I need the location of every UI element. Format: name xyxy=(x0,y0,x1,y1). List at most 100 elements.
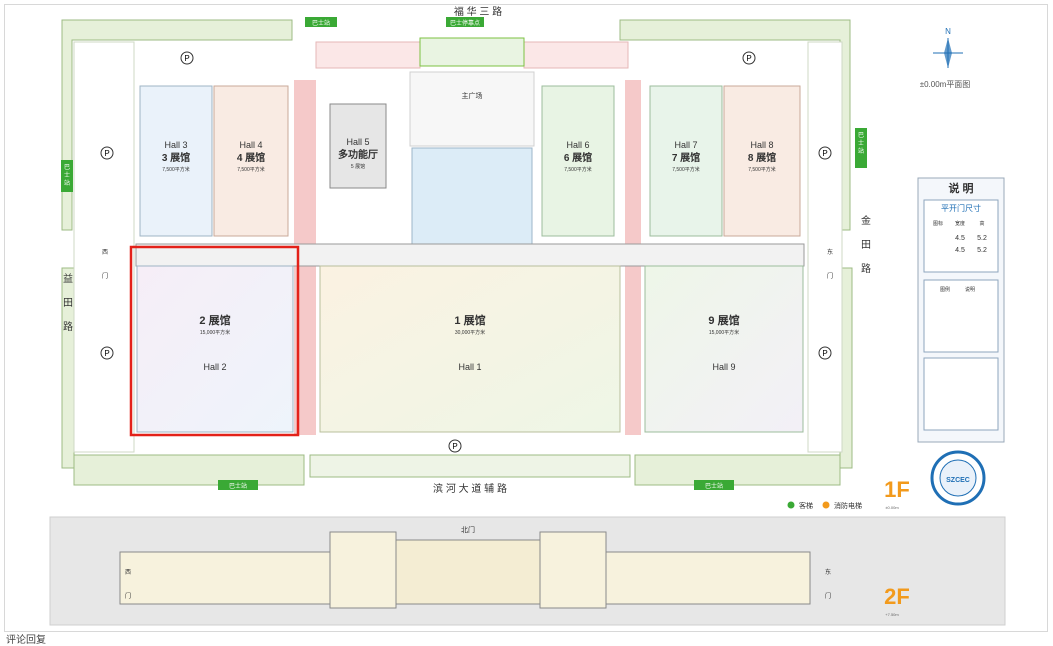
hall7-area-label: 7,500平方米 xyxy=(672,166,700,173)
parking-symbol: P xyxy=(452,442,457,451)
hall-7-area xyxy=(649,85,723,237)
gate-west-label: 西 xyxy=(102,249,108,256)
hall-8-area xyxy=(723,85,801,237)
legend-title: 说 明 xyxy=(948,181,973,195)
bus-station-south-left-label: 巴士站 xyxy=(229,482,247,490)
parking-symbol: P xyxy=(184,54,189,63)
hall3-area-label: 7,500平方米 xyxy=(162,166,190,173)
hall-2-area xyxy=(136,265,294,433)
bus-station-west xyxy=(61,160,73,192)
legend-icon-header: 说明 xyxy=(965,286,975,293)
hall2-en-label: Hall 2 xyxy=(203,362,226,372)
parking-symbol: P xyxy=(822,349,827,358)
gate-east-2f-label: 门 xyxy=(825,592,831,600)
legend-door-cell: 4.5 xyxy=(955,247,965,254)
hall-1-area xyxy=(319,265,621,433)
road-east-label: 金 xyxy=(861,214,871,227)
bus-terminal xyxy=(419,37,525,67)
green-belt xyxy=(73,454,305,486)
hall-4-area xyxy=(213,85,289,237)
road-east-label: 路 xyxy=(861,262,871,275)
bus-station-east-label: 站 xyxy=(858,147,864,155)
gate-west-label: 门 xyxy=(102,272,108,280)
szcec-logo-inner xyxy=(939,459,977,497)
hall-6-area xyxy=(541,85,615,237)
bus-station-north xyxy=(305,17,337,27)
map-frame xyxy=(4,4,1048,632)
hall9-en-label: Hall 9 xyxy=(712,362,735,372)
hall4-cn-label: 4 展馆 xyxy=(237,151,265,164)
fire-elevator-icon xyxy=(822,501,830,509)
road-west-label: 田 xyxy=(63,298,73,309)
second-floor-plan xyxy=(329,531,397,609)
compass-north-label: N xyxy=(945,27,951,36)
hall8-en-label: Hall 8 xyxy=(750,140,773,150)
green-belt xyxy=(634,454,841,486)
hall3-cn-label: 3 展馆 xyxy=(162,151,190,164)
bus-station-west-label: 士 xyxy=(64,171,70,179)
hall-3-area xyxy=(139,85,213,237)
legend-door-cell: 5.2 xyxy=(977,247,987,254)
passenger-elevator-label: 客梯 xyxy=(799,501,813,510)
hall8-cn-label: 8 展馆 xyxy=(748,151,776,164)
north-forecourt xyxy=(523,41,629,69)
legend-door-cell: 5.2 xyxy=(977,235,987,242)
bus-station-east-label: 士 xyxy=(858,139,864,147)
hall7-en-label: Hall 7 xyxy=(674,140,697,150)
hall2-cn-label: 2 展馆 xyxy=(199,313,230,327)
floor-2f-label: 2F xyxy=(884,584,910,609)
bus-station-north-label: 巴士站 xyxy=(312,19,330,27)
legend-door-cell: 4.5 xyxy=(955,235,965,242)
hall5-area-label: 5 展馆 xyxy=(351,163,365,170)
hall5-cn-label: 多功能厅 xyxy=(338,148,378,161)
hall1-area-label: 30,000平方米 xyxy=(455,329,485,336)
hall1-en-label: Hall 1 xyxy=(458,362,481,372)
green-belt xyxy=(619,19,851,231)
bus-station-east-label: 巴 xyxy=(858,132,864,139)
fire-elevator-label: 消防电梯 xyxy=(834,501,862,510)
gate-west-2f-label: 西 xyxy=(125,569,131,576)
legend-door-table xyxy=(923,199,999,273)
road-east-label: 田 xyxy=(861,240,871,251)
parking-icon xyxy=(818,146,832,160)
logo-text: SZCEC xyxy=(946,477,970,484)
elevation-label: ±0.00m平面图 xyxy=(920,80,971,89)
floor-2f-sub: +7.50m xyxy=(885,612,899,617)
parking-icon xyxy=(448,439,462,453)
hall9-cn-label: 9 展馆 xyxy=(708,313,739,327)
main-plaza-area xyxy=(409,71,535,147)
parking-symbol: P xyxy=(104,349,109,358)
second-floor-plan xyxy=(395,539,541,605)
legend-door-header: 图标 xyxy=(933,220,943,227)
hall2-area-label: 15,000平方米 xyxy=(200,329,230,336)
road-west-label: 路 xyxy=(63,320,73,333)
road-south-label: 滨 河 大 道 辅 路 xyxy=(433,482,507,495)
legend-door-header: 高 xyxy=(979,220,984,227)
gate-north-2f-label: 北门 xyxy=(461,525,475,534)
hall-5-area xyxy=(329,103,387,189)
hall4-en-label: Hall 4 xyxy=(239,140,262,150)
parking-icon xyxy=(818,346,832,360)
bus-station-south-right-label: 巴士站 xyxy=(705,482,723,490)
green-belt xyxy=(309,454,631,478)
bus-station-south-left xyxy=(218,480,258,490)
gate-east-label: 东 xyxy=(827,248,833,256)
legend-icon-header: 图例 xyxy=(940,286,950,293)
gate-east-2f-label: 东 xyxy=(825,568,831,576)
floor-1f-sub: ±0.00m xyxy=(885,505,899,510)
bus-station-terminal-label: 巴士停靠点 xyxy=(450,19,480,27)
central-lobby xyxy=(411,147,533,245)
hall4-area-label: 7,500平方米 xyxy=(237,166,265,173)
hall8-area-label: 7,500平方米 xyxy=(748,166,776,173)
parking-area xyxy=(807,41,843,453)
road-north-label: 福 华 三 路 xyxy=(454,5,502,18)
parking-icon xyxy=(100,146,114,160)
legend-door-header: 宽度 xyxy=(955,220,965,227)
parking-icon xyxy=(100,346,114,360)
parking-icon xyxy=(180,51,194,65)
bus-station-south-right xyxy=(694,480,734,490)
hall5-en-label: Hall 5 xyxy=(346,137,369,147)
legend-icons xyxy=(923,279,999,353)
